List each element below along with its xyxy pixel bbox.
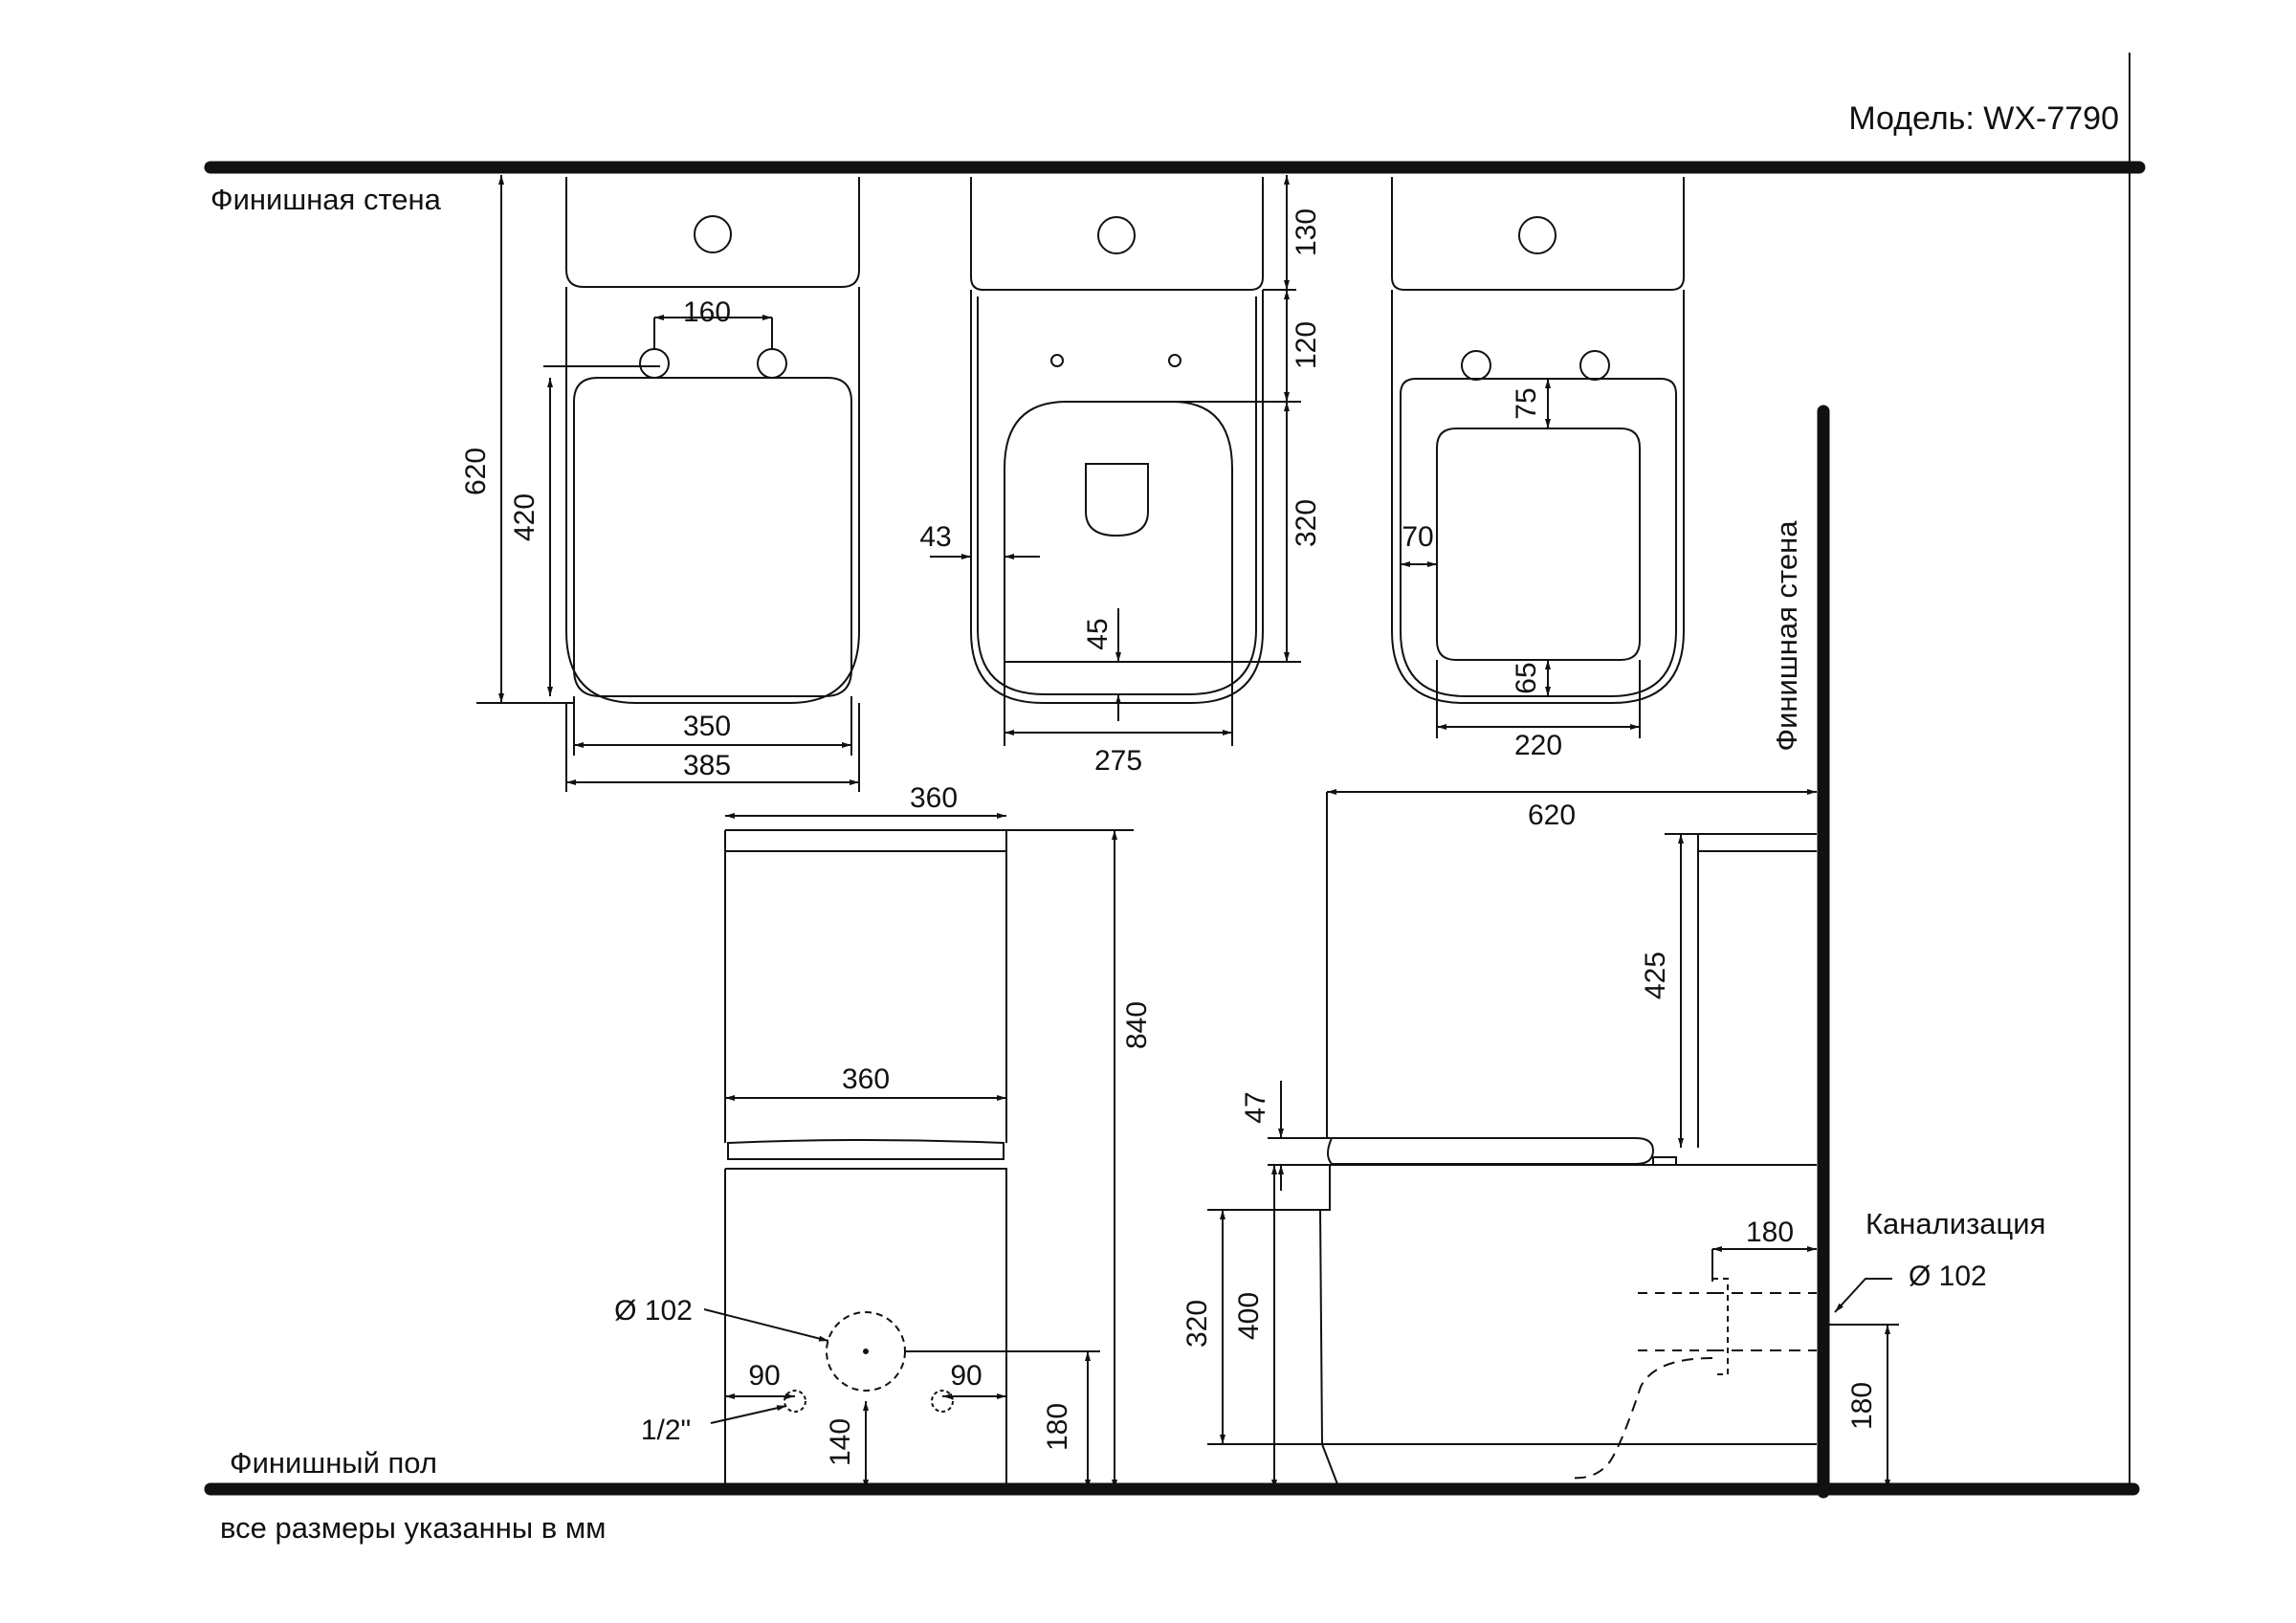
side-wall-label: Финишная стена — [1770, 520, 1803, 752]
dim-label-840: 840 — [1121, 1001, 1153, 1049]
sewer-flange — [1712, 1278, 1729, 1375]
dim-label-90-right: 90 — [950, 1360, 982, 1392]
finish-floor-label: Финишный пол — [230, 1446, 437, 1480]
model-label: Модель: WX-7790 — [1848, 100, 2119, 137]
units-footnote: все размеры указанны в мм — [220, 1511, 606, 1545]
dim-label-420: 420 — [509, 493, 541, 541]
sewer-label: Канализация — [1866, 1207, 2045, 1240]
dim-label-385: 385 — [683, 750, 731, 781]
seat-outline — [727, 1139, 1004, 1160]
dim-label-sewer-d102: Ø 102 — [1909, 1261, 1987, 1292]
bowl-front-outline — [1318, 1165, 1340, 1490]
tank-outline — [565, 177, 860, 288]
hinge-left-icon — [1461, 350, 1491, 381]
top-view-2 — [930, 175, 1301, 746]
bowl-outline — [970, 290, 1264, 704]
dim-label-425: 425 — [1640, 952, 1671, 999]
dim-label-65: 65 — [1511, 662, 1542, 693]
dim-label-320: 320 — [1291, 499, 1322, 547]
tank-outline — [1391, 177, 1685, 291]
bowl-outline — [724, 1168, 1007, 1489]
dim-label-45: 45 — [1082, 618, 1114, 649]
side-view — [1207, 789, 1899, 1490]
top-view-3-labels: 75 65 70 220 — [1402, 387, 1562, 761]
bowl-opening-outline — [1085, 463, 1149, 537]
seat-outline — [573, 377, 852, 697]
bowl-outline — [565, 287, 860, 704]
bowl-outline — [1391, 290, 1685, 704]
lid-opening-outline — [1436, 428, 1641, 661]
flush-button-icon — [694, 215, 732, 253]
dim-label-350: 350 — [683, 711, 731, 742]
dim-label-180-side: 180 — [1746, 1217, 1794, 1248]
bowl-inner-outline — [977, 296, 1257, 695]
front-view — [703, 813, 1134, 1489]
tank-side-outline — [1697, 833, 1817, 1148]
dim-label-90-left: 90 — [748, 1360, 780, 1392]
dim-label-120: 120 — [1291, 321, 1322, 369]
sewer-extension-lines — [1638, 1292, 1712, 1351]
dim-label-160: 160 — [683, 296, 731, 328]
dim-label-75: 75 — [1511, 387, 1542, 419]
water-inlet-right-icon — [931, 1390, 954, 1413]
flush-button-icon — [1097, 216, 1136, 254]
seat-side-outline — [1327, 1137, 1655, 1165]
seat-outline — [1400, 378, 1677, 697]
top-view-2-labels: 130 120 320 43 45 275 — [919, 208, 1322, 777]
water-inlet-left-icon — [784, 1390, 806, 1413]
dim-label-180: 180 — [1042, 1403, 1073, 1451]
tank-outline — [724, 829, 1007, 1143]
fix-point-left-icon — [1050, 354, 1064, 367]
dim-label-d102: Ø 102 — [614, 1295, 693, 1327]
tank-outline — [970, 177, 1264, 291]
top-view-1-labels: 620 420 160 350 385 — [460, 296, 731, 781]
dim-label-47: 47 — [1240, 1091, 1271, 1123]
sewer-pipe-lines — [1712, 1292, 1817, 1351]
hinge-left-icon — [639, 348, 670, 379]
dim-label-70: 70 — [1402, 521, 1433, 553]
leader-sewer-d102 — [1834, 1278, 1892, 1313]
leader-half-inch — [710, 1405, 787, 1424]
dim-label-620-side: 620 — [1528, 800, 1576, 831]
dim-label-620: 620 — [460, 448, 492, 495]
outlet-trap-curve — [1568, 1357, 1713, 1480]
dim-label-half-inch: 1/2" — [641, 1415, 691, 1446]
dim-label-320-side: 320 — [1181, 1300, 1213, 1348]
hinge-right-icon — [1579, 350, 1610, 381]
dim-label-360-seat: 360 — [842, 1064, 890, 1095]
leader-d102 — [703, 1308, 829, 1342]
dim-label-220: 220 — [1514, 730, 1562, 761]
dim-label-180-sewer: 180 — [1846, 1382, 1878, 1430]
side-view-labels: 620 425 47 400 320 180 180 Канализация Ø… — [1181, 800, 2045, 1430]
hinge-right-icon — [757, 348, 787, 379]
dim-label-360-top: 360 — [910, 782, 958, 814]
hinge-side — [1652, 1156, 1677, 1166]
dim-label-275: 275 — [1094, 745, 1142, 777]
top-view-1 — [476, 175, 860, 792]
fix-point-right-icon — [1168, 354, 1181, 367]
finish-wall-label: Финишная стена — [210, 183, 442, 216]
dim-label-130: 130 — [1291, 208, 1322, 256]
flush-button-icon — [1518, 216, 1556, 254]
dim-label-43: 43 — [919, 521, 951, 553]
dim-label-140: 140 — [825, 1418, 856, 1466]
front-view-labels: 360 360 840 180 140 Ø 102 90 90 1/2" — [614, 782, 1153, 1466]
top-view-3 — [1391, 177, 1685, 738]
dim-label-400: 400 — [1233, 1292, 1265, 1340]
